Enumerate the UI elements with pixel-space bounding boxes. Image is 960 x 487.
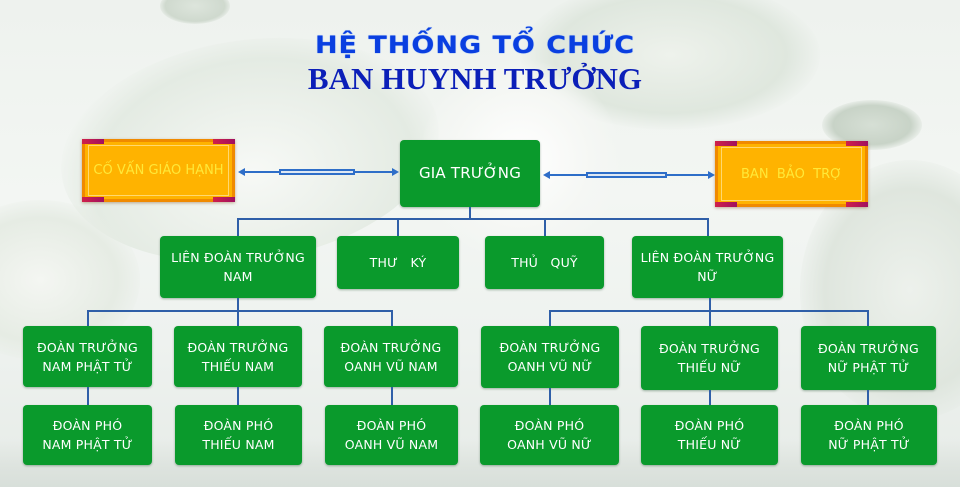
- node-doan-pho-thieu-nu[interactable]: ĐOÀN PHÓ THIẾU NỮ: [641, 405, 778, 465]
- connector-bar: [279, 169, 355, 175]
- title-line-1: HỆ THỐNG TỔ CHỨC: [314, 31, 636, 60]
- connector-line: [237, 298, 239, 310]
- node-label: BAN BẢO TRỢ: [741, 166, 842, 182]
- node-lien-doan-truong-nam[interactable]: LIÊN ĐOÀN TRƯỞNG NAM: [160, 236, 316, 298]
- node-label: ĐOÀN PHÓ NAM PHẬT TỬ: [42, 418, 133, 452]
- connector-line: [549, 388, 551, 405]
- frame-corner: [846, 202, 868, 207]
- connector-line: [237, 387, 239, 405]
- node-thu-quy[interactable]: THỦ QUỸ: [485, 236, 604, 289]
- connector-line: [707, 218, 709, 236]
- node-label: GIA TRƯỞNG: [418, 164, 522, 182]
- node-lien-doan-truong-nu[interactable]: LIÊN ĐOÀN TRƯỞNG NỮ: [632, 236, 783, 298]
- frame-corner: [82, 139, 104, 144]
- node-label: ĐOÀN PHÓ THIẾU NỮ: [674, 418, 745, 452]
- node-doan-pho-oanh-vu-nu[interactable]: ĐOÀN PHÓ OANH VŨ NỮ: [480, 405, 619, 465]
- node-label: ĐOÀN TRƯỞNG OANH VŨ NỮ: [499, 340, 601, 374]
- node-doan-truong-nu-phat-tu[interactable]: ĐOÀN TRƯỞNG NỮ PHẬT TỬ: [801, 326, 936, 390]
- connector-line: [391, 387, 393, 405]
- connector-line: [391, 310, 393, 326]
- node-ban-bao-tro[interactable]: BAN BẢO TRỢ: [715, 141, 868, 207]
- connector-line: [87, 310, 393, 312]
- frame-corner: [715, 202, 737, 207]
- diagram-title: HỆ THỐNG TỔ CHỨC: [0, 30, 960, 61]
- node-label: ĐOÀN TRƯỞNG THIẾU NAM: [187, 339, 289, 374]
- frame-corner: [213, 139, 235, 144]
- connector-line: [709, 310, 711, 326]
- node-doan-truong-thieu-nu[interactable]: ĐOÀN TRƯỞNG THIẾU NỮ: [641, 326, 778, 390]
- connector-line: [237, 310, 239, 326]
- node-gia-truong[interactable]: GIA TRƯỞNG: [400, 140, 540, 207]
- title-line-2: BAN HUYNH TRƯỞNG: [307, 61, 643, 96]
- connector-line: [87, 310, 89, 326]
- connector-line: [237, 218, 239, 236]
- arrowhead-right-icon: [708, 171, 715, 179]
- connector-line: [867, 390, 869, 405]
- node-doan-pho-thieu-nam[interactable]: ĐOÀN PHÓ THIẾU NAM: [175, 405, 302, 465]
- connector-line: [709, 298, 711, 310]
- connector-line: [237, 218, 709, 220]
- frame-corner: [213, 197, 235, 202]
- node-label: ĐOÀN TRƯỞNG THIẾU NỮ: [659, 341, 760, 375]
- connector-line: [469, 207, 471, 219]
- node-label: THƯ KÝ: [369, 255, 427, 270]
- node-doan-truong-oanh-vu-nu[interactable]: ĐOÀN TRƯỞNG OANH VŨ NỮ: [481, 326, 619, 388]
- diagram-subtitle: BAN HUYNH TRƯỞNG: [0, 61, 960, 97]
- node-label: ĐOÀN TRƯỞNG NỮ PHẬT TỬ: [818, 341, 919, 375]
- connector-line: [87, 387, 89, 405]
- node-doan-truong-nam-phat-tu[interactable]: ĐOÀN TRƯỞNG NAM PHẬT TỬ: [23, 326, 152, 387]
- node-label: ĐOÀN PHÓ THIẾU NAM: [202, 418, 275, 452]
- node-doan-truong-oanh-vu-nam[interactable]: ĐOÀN TRƯỞNG OANH VŨ NAM: [324, 326, 458, 387]
- connector-line: [709, 390, 711, 405]
- node-label: ĐOÀN PHÓ OANH VŨ NỮ: [507, 418, 592, 452]
- node-label: ĐOÀN PHÓ OANH VŨ NAM: [344, 418, 439, 452]
- node-doan-pho-nam-phat-tu[interactable]: ĐOÀN PHÓ NAM PHẬT TỬ: [23, 405, 152, 465]
- node-label: ĐOÀN TRƯỞNG OANH VŨ NAM: [340, 339, 442, 374]
- node-label: CỐ VẤN GIÁO HẠNH: [93, 163, 224, 178]
- connector-line: [397, 218, 399, 236]
- node-label: THỦ QUỸ: [511, 255, 578, 270]
- arrowhead-left-icon: [543, 171, 550, 179]
- connector-bar: [586, 172, 667, 178]
- node-co-van-giao-hanh[interactable]: CỐ VẤN GIÁO HẠNH: [82, 139, 235, 202]
- frame-corner: [846, 141, 868, 146]
- frame-corner: [82, 197, 104, 202]
- node-doan-pho-oanh-vu-nam[interactable]: ĐOÀN PHÓ OANH VŨ NAM: [325, 405, 458, 465]
- node-doan-pho-nu-phat-tu[interactable]: ĐOÀN PHÓ NỮ PHẬT TỬ: [801, 405, 937, 465]
- connector-line: [867, 310, 869, 326]
- node-label: LIÊN ĐOÀN TRƯỞNG NAM: [171, 250, 305, 284]
- arrowhead-right-icon: [392, 168, 399, 176]
- node-doan-truong-thieu-nam[interactable]: ĐOÀN TRƯỞNG THIẾU NAM: [174, 326, 302, 387]
- connector-line: [549, 310, 551, 326]
- node-label: ĐOÀN PHÓ NỮ PHẬT TỬ: [828, 418, 910, 452]
- node-label: ĐOÀN TRƯỞNG NAM PHẬT TỬ: [37, 339, 138, 374]
- arrowhead-left-icon: [238, 168, 245, 176]
- lotus-pod-decoration: [160, 0, 230, 24]
- frame-corner: [715, 141, 737, 146]
- node-label: LIÊN ĐOÀN TRƯỞNG NỮ: [640, 250, 775, 284]
- connector-line: [544, 218, 546, 236]
- node-thu-ky[interactable]: THƯ KÝ: [337, 236, 459, 289]
